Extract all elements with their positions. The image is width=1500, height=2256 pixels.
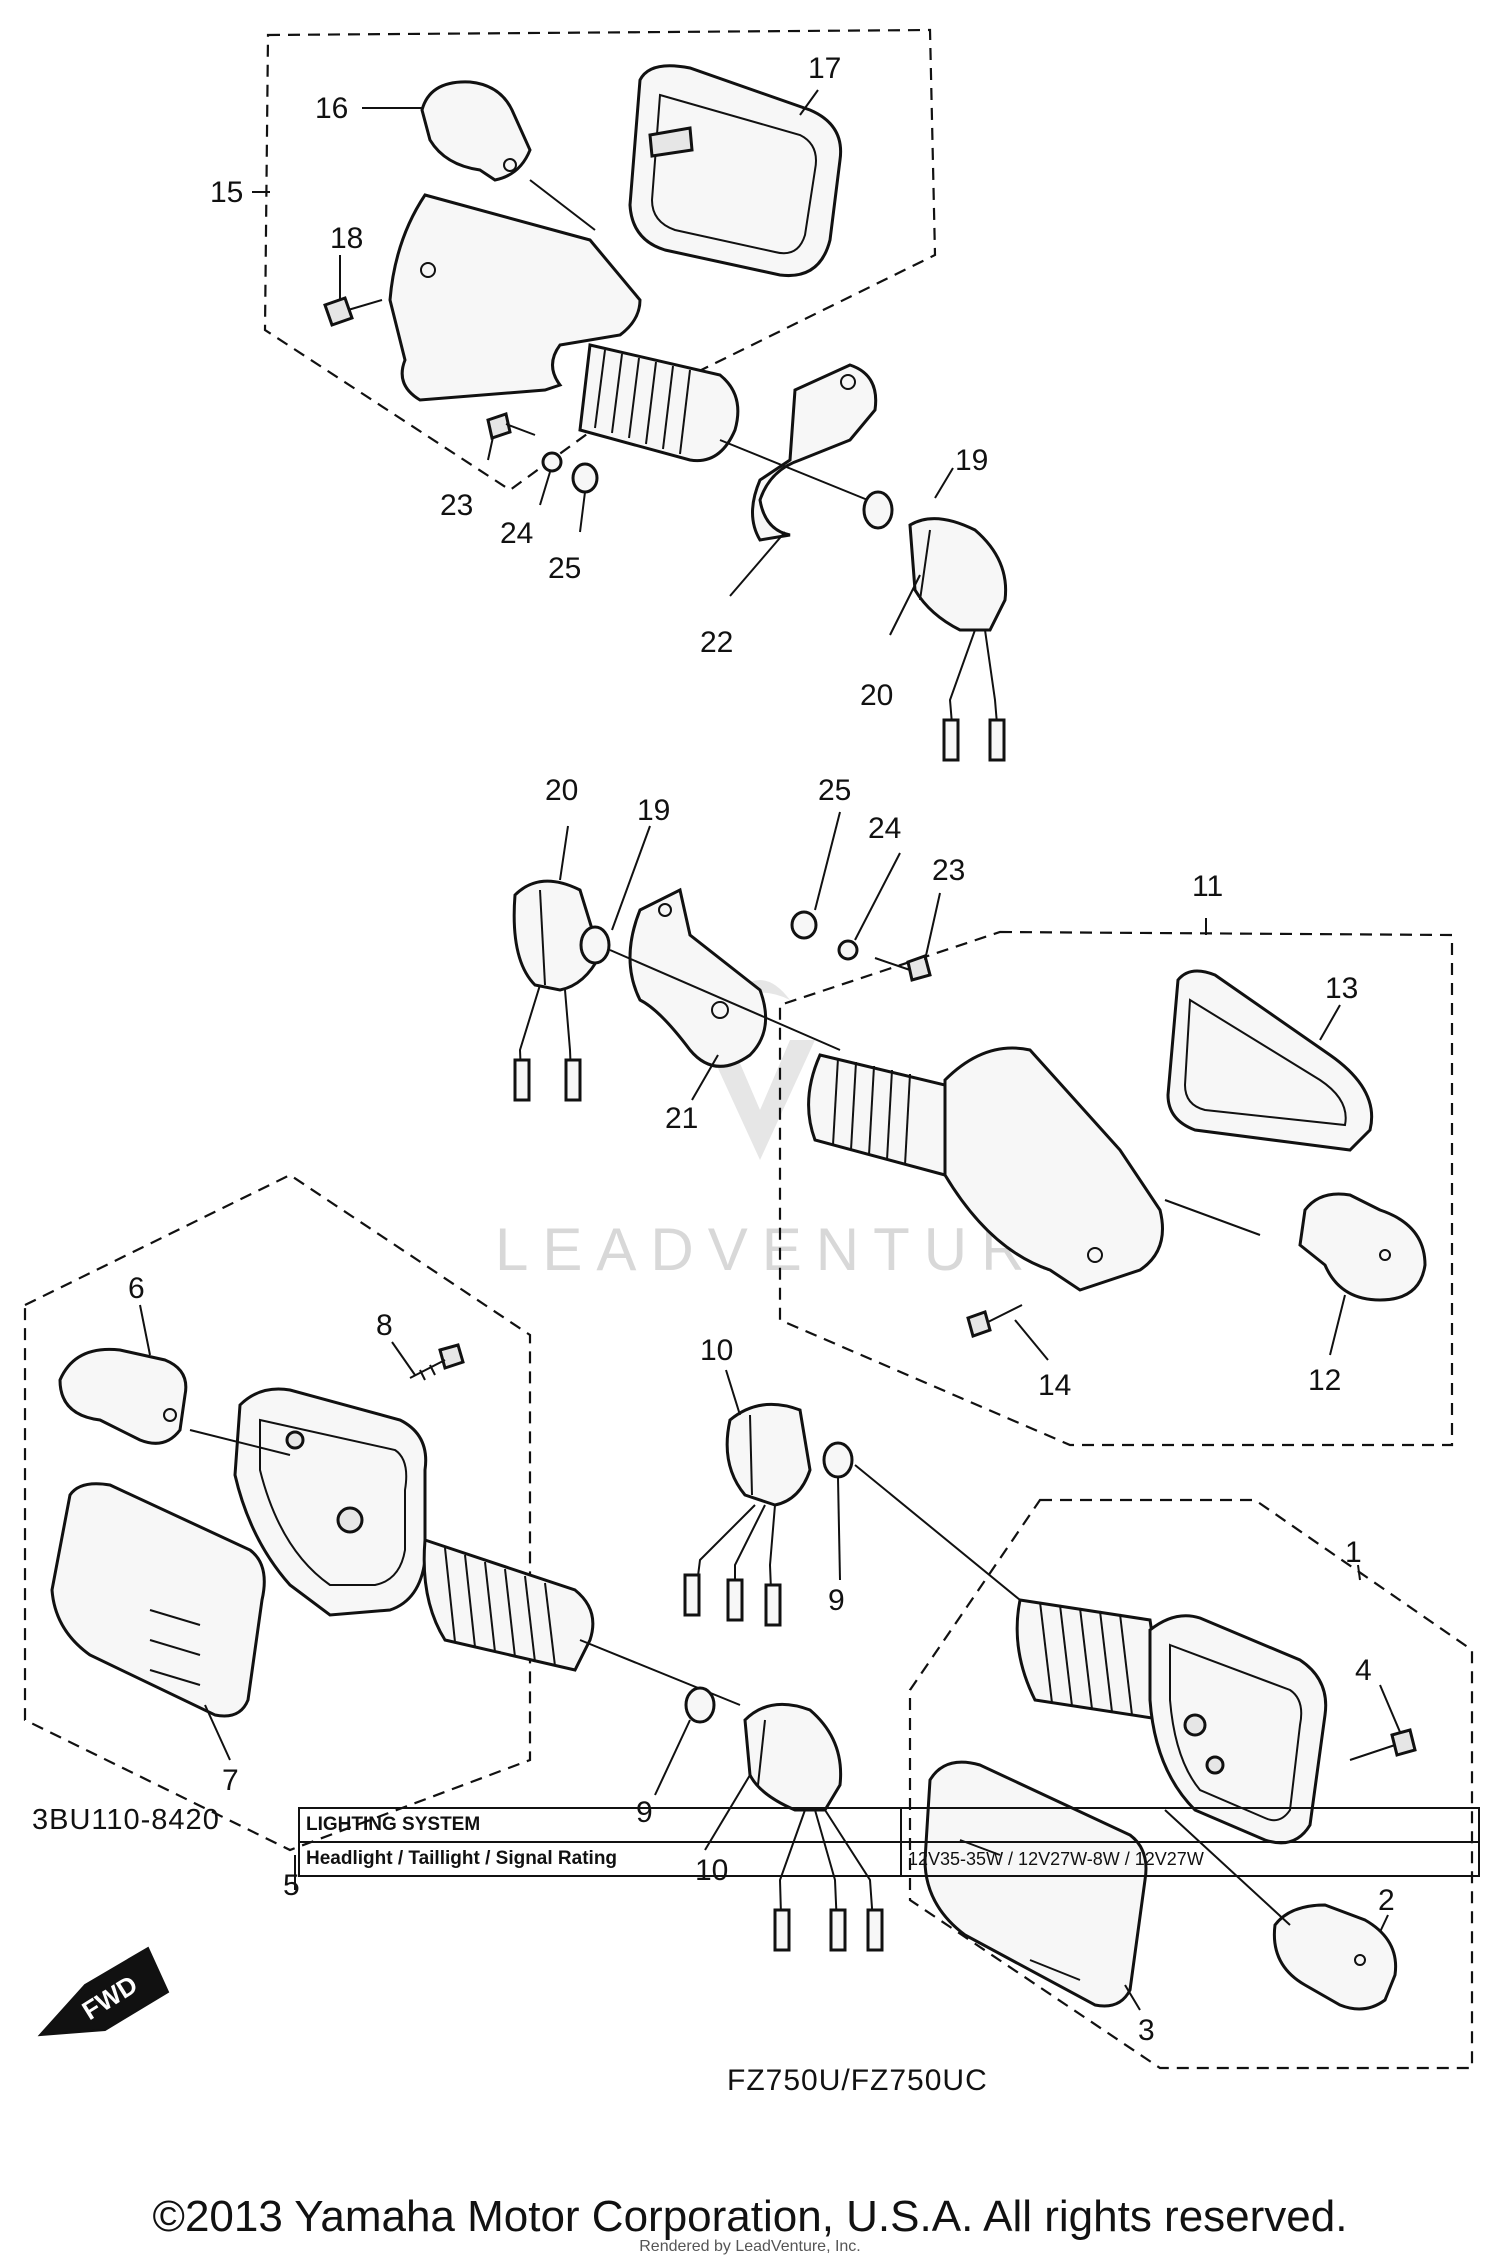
spec-table-title-blank xyxy=(900,1807,1480,1843)
stem-5 xyxy=(422,1537,595,1672)
screw-18 xyxy=(323,296,383,327)
callout-24-mid: 24 xyxy=(868,812,901,845)
copyright-notice: ©2013 Yamaha Motor Corporation, U.S.A. A… xyxy=(152,2192,1348,2241)
callout-22: 22 xyxy=(700,626,733,659)
callout-1: 1 xyxy=(1345,1536,1362,1569)
callout-19-mid: 19 xyxy=(637,794,670,827)
callout-25-top: 25 xyxy=(548,552,581,585)
spec-table-title-row: LIGHTING SYSTEM xyxy=(298,1807,1480,1843)
lens-3 xyxy=(923,1760,1148,2008)
washer-24-top xyxy=(541,451,563,473)
socket-20-top xyxy=(908,517,1008,762)
lens-17 xyxy=(628,64,843,278)
bolt-8 xyxy=(409,1343,465,1381)
callout-10-mid: 10 xyxy=(700,1334,733,1367)
callout-12: 12 xyxy=(1308,1364,1341,1397)
housing-5 xyxy=(233,1387,428,1617)
callout-23-top: 23 xyxy=(440,489,473,522)
washer-24-mid xyxy=(837,939,859,961)
bracket-22 xyxy=(751,363,878,542)
housing-15 xyxy=(388,193,642,402)
rod-mid xyxy=(609,949,841,1051)
callout-20-top: 20 xyxy=(860,679,893,712)
callout-18: 18 xyxy=(330,222,363,255)
bulb-16 xyxy=(420,80,532,182)
nut-25-mid xyxy=(790,910,818,940)
rod-lower-right xyxy=(854,1464,1021,1601)
socket-20-mid xyxy=(512,879,602,1102)
screw-4 xyxy=(1349,1728,1417,1761)
callout-11: 11 xyxy=(1192,870,1223,903)
callout-9-mid: 9 xyxy=(828,1584,845,1617)
grommet-9-mid xyxy=(822,1441,854,1479)
grommet-19-mid xyxy=(579,925,611,965)
assembly-11-rear-right-signal xyxy=(512,811,1454,1447)
model-label: FZ750U/FZ750UC xyxy=(727,2064,988,2097)
spec-row-value: 12V35-35W / 12V27W-8W / 12V27W xyxy=(900,1841,1480,1877)
rod-top xyxy=(719,439,881,506)
housing-11 xyxy=(943,1046,1164,1292)
spec-table-row: Headlight / Taillight / Signal Rating 12… xyxy=(298,1841,1480,1877)
stem-11 xyxy=(807,1053,947,1177)
callout-24-top: 24 xyxy=(500,517,533,550)
spec-table: LIGHTING SYSTEM Headlight / Taillight / … xyxy=(298,1807,1480,1877)
grommet-9-lower xyxy=(684,1686,716,1724)
spec-table-title: LIGHTING SYSTEM xyxy=(298,1807,902,1843)
socket-10-lower xyxy=(743,1702,884,1952)
fwd-arrow-icon: FWD xyxy=(37,1946,170,2037)
bracket-21 xyxy=(628,887,768,1068)
callout-13: 13 xyxy=(1325,972,1358,1005)
stem-15 xyxy=(578,343,740,463)
callout-labels: 1 2 3 4 5 6 7 8 9 9 10 10 11 12 13 14 15… xyxy=(128,52,1395,2047)
callout-2: 2 xyxy=(1378,1884,1395,1917)
bulb-12 xyxy=(1298,1192,1427,1302)
callout-19-top: 19 xyxy=(955,444,988,477)
lens-7 xyxy=(50,1482,266,1718)
callout-15: 15 xyxy=(210,176,243,209)
callout-5: 5 xyxy=(283,1869,300,1902)
assembly-15-front-left-signal xyxy=(252,28,1008,762)
watermark-text: LEADVENTURE xyxy=(495,1216,1092,1283)
bolt-23-mid xyxy=(874,954,932,982)
callout-21: 21 xyxy=(665,1102,698,1135)
bulb-6 xyxy=(58,1347,188,1445)
bulb-2 xyxy=(1272,1903,1398,2011)
grommet-19-top xyxy=(862,490,894,530)
rod-lower-left xyxy=(579,1639,741,1706)
callout-17: 17 xyxy=(808,52,841,85)
screw-14 xyxy=(966,1304,1023,1338)
callout-7: 7 xyxy=(222,1764,239,1797)
callout-8: 8 xyxy=(376,1309,393,1342)
lens-13 xyxy=(1166,969,1374,1152)
callout-4: 4 xyxy=(1355,1654,1372,1687)
assembly-5-front-right-signal xyxy=(23,1173,884,1952)
stem-1 xyxy=(1015,1598,1167,1722)
leadventure-watermark: LEADVENTURE xyxy=(495,980,1092,1283)
housing-1 xyxy=(1148,1614,1328,1845)
callout-6: 6 xyxy=(128,1272,145,1305)
callout-16: 16 xyxy=(315,92,348,125)
reference-code: 3BU110-8420 xyxy=(32,1804,220,1836)
render-note: Rendered by LeadVenture, Inc. xyxy=(639,2238,861,2255)
callout-25-mid: 25 xyxy=(818,774,851,807)
socket-10-mid xyxy=(683,1402,812,1627)
callout-3: 3 xyxy=(1138,2014,1155,2047)
callout-23-mid: 23 xyxy=(932,854,965,887)
spec-row-label: Headlight / Taillight / Signal Rating xyxy=(298,1841,902,1877)
bolt-23-top xyxy=(486,412,536,440)
nut-25-top xyxy=(571,462,599,494)
callout-20-mid: 20 xyxy=(545,774,578,807)
callout-14: 14 xyxy=(1038,1369,1071,1402)
